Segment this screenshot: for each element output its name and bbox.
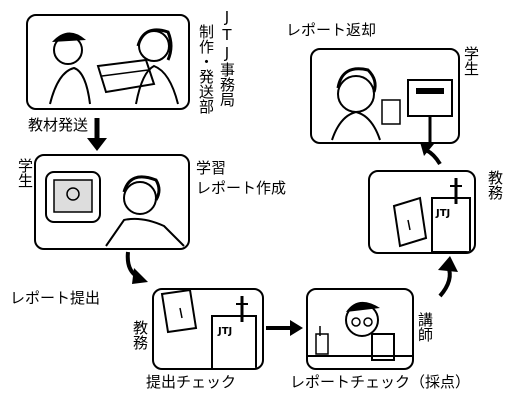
label-submit-check: 提出チェック	[146, 373, 237, 391]
arrow-submit-to-instructor	[264, 318, 304, 338]
envelope-icon	[392, 196, 428, 248]
tv-icon	[45, 171, 101, 223]
label-report-submit: レポート提出	[10, 289, 101, 307]
label-report-check: レポートチェック（採点）	[290, 373, 471, 391]
label-study: 学習	[196, 159, 227, 177]
label-production-send: 制作・発送部	[197, 24, 215, 114]
panel-material-shipping	[26, 14, 190, 110]
label-instructor: 講師	[416, 312, 434, 342]
student-return-illustration	[331, 67, 453, 142]
arrow-study-to-submit	[118, 250, 154, 286]
panel-student-study	[34, 154, 190, 250]
mailbox-icon	[407, 79, 453, 142]
label-student-mid: 学生	[462, 46, 480, 76]
panel-academic-office: JTJ	[368, 170, 476, 254]
label-material-send: 教材発送	[28, 116, 89, 134]
material-shipping-illustration	[49, 28, 179, 105]
svg-text:JTJ: JTJ	[435, 208, 450, 219]
panel-instructor-check	[306, 288, 414, 370]
arrow-send-to-student	[84, 116, 110, 152]
label-report-return: レポート返却	[286, 21, 377, 39]
pen-icon	[315, 326, 329, 355]
label-student-top: 学生	[16, 158, 34, 188]
instructor-check-illustration	[308, 301, 412, 361]
student-study-illustration	[45, 171, 185, 247]
label-academic-right: 教務	[486, 170, 504, 200]
submit-check-illustration: JTJ	[160, 290, 257, 368]
label-academic-left: 教務	[131, 320, 149, 350]
academic-office-illustration: JTJ	[392, 178, 471, 252]
panel-submit-check: JTJ	[152, 288, 264, 370]
label-jtj-office: JTJ事務局	[218, 8, 236, 107]
panel-student-return	[310, 48, 460, 144]
svg-text:JTJ: JTJ	[217, 326, 232, 337]
envelope-icon	[160, 290, 198, 334]
box-icon	[96, 58, 156, 94]
label-report-create: レポート作成	[196, 179, 287, 197]
arrow-academic-to-student	[418, 140, 446, 166]
arrow-instructor-to-academic	[432, 256, 460, 298]
